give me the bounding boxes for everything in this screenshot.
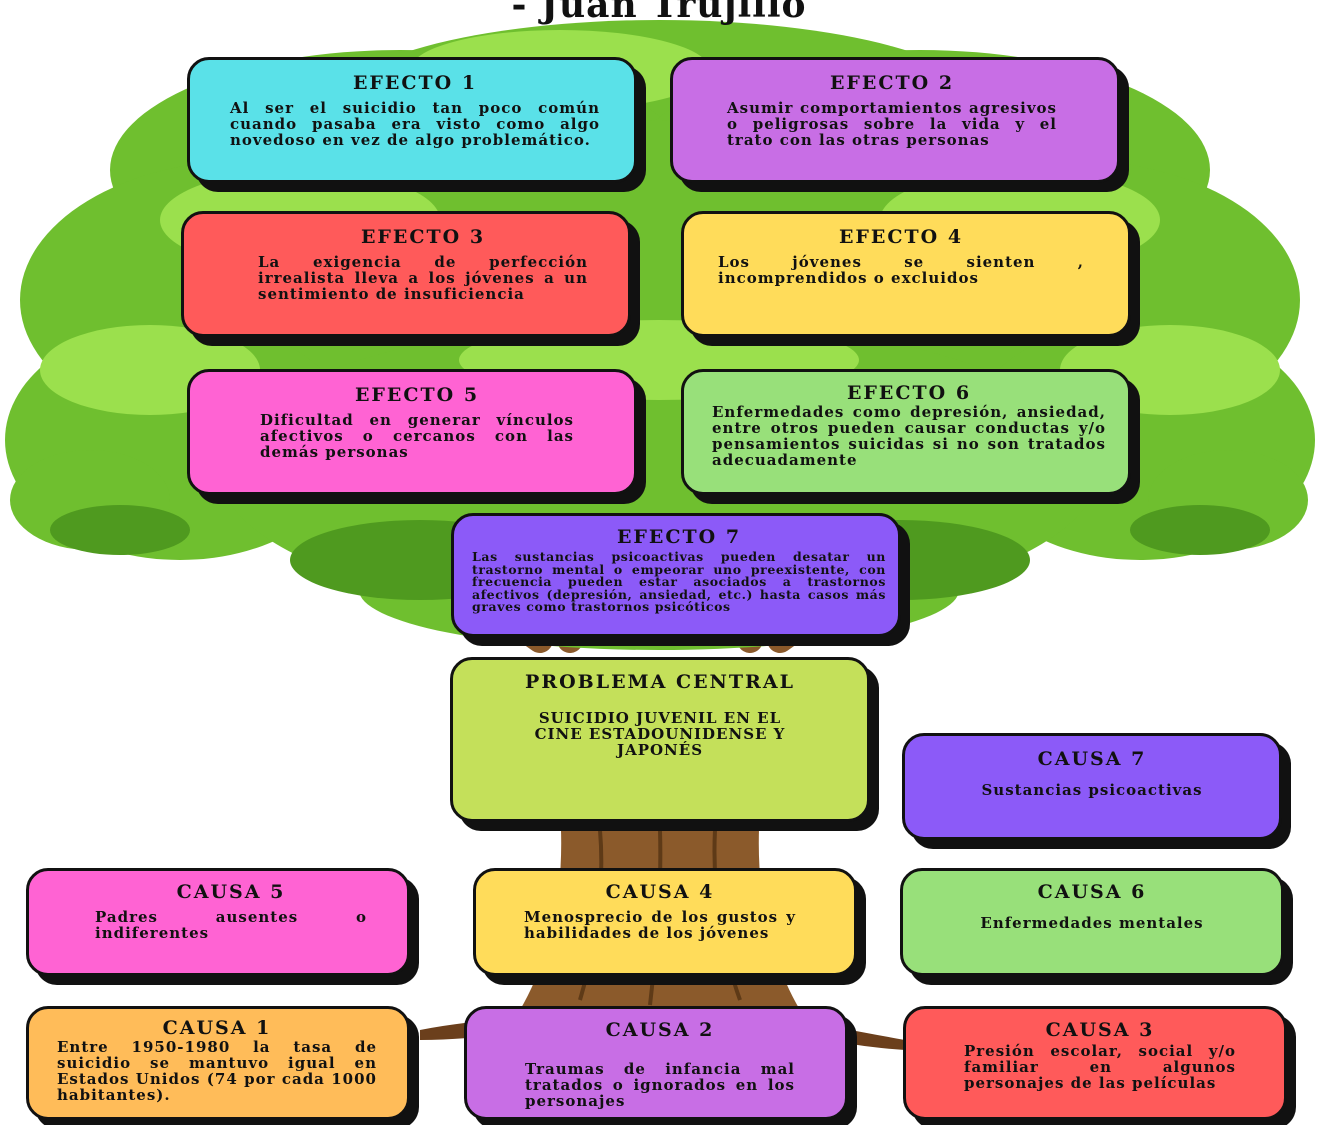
- efecto-2-card: EFECTO 2 Asumir comportamientos agresivo…: [670, 57, 1120, 183]
- causa-2-card: CAUSA 2 Traumas de infancia mal tratados…: [464, 1006, 848, 1120]
- page-title: - Juan Trujillo: [511, 0, 807, 26]
- causa-5-title: CAUSA 5: [176, 881, 286, 903]
- causa-7-title: CAUSA 7: [1037, 748, 1147, 770]
- causa-3-title: CAUSA 3: [1045, 1019, 1155, 1041]
- causa-4-card: CAUSA 4 Menosprecio de los gustos y habi…: [473, 868, 857, 976]
- causa-4-text: Menosprecio de los gustos y habilidades …: [524, 908, 796, 942]
- efecto-4-card: EFECTO 4 Los jóvenes se sienten , incomp…: [681, 211, 1131, 337]
- causa-1-title: CAUSA 1: [162, 1017, 272, 1039]
- efecto-3-card: EFECTO 3 La exigencia de perfección irre…: [181, 211, 631, 337]
- efecto-1-text: Al ser el suicidio tan poco común cuando…: [230, 99, 600, 149]
- efecto-1-card: EFECTO 1 Al ser el suicidio tan poco com…: [187, 57, 637, 183]
- problema-central-text: SUICIDIO JUVENIL EN EL CINE ESTADOUNIDEN…: [534, 709, 786, 759]
- efecto-6-title: EFECTO 6: [846, 382, 972, 404]
- causa-1-card: CAUSA 1 Entre 1950-1980 la tasa de suici…: [26, 1006, 410, 1120]
- causa-6-card: CAUSA 6 Enfermedades mentales: [900, 868, 1284, 976]
- causa-7-card: CAUSA 7 Sustancias psicoactivas: [902, 733, 1282, 840]
- efecto-7-title: EFECTO 7: [616, 526, 742, 548]
- causa-3-text: Presión escolar, social y/o familiar en …: [964, 1042, 1236, 1092]
- efecto-5-text: Dificultad en generar vínculos afectivos…: [260, 411, 574, 461]
- causa-2-title: CAUSA 2: [605, 1019, 715, 1041]
- efecto-6-text: Enfermedades como depresión, ansiedad, e…: [712, 403, 1106, 469]
- causa-6-text: Enfermedades mentales: [980, 914, 1204, 932]
- efecto-3-title: EFECTO 3: [360, 226, 486, 248]
- causa-4-title: CAUSA 4: [605, 881, 715, 903]
- efecto-5-card: EFECTO 5 Dificultad en generar vínculos …: [187, 369, 637, 495]
- efecto-4-title: EFECTO 4: [838, 226, 964, 248]
- problema-central-card: PROBLEMA CENTRAL SUICIDIO JUVENIL EN EL …: [450, 657, 870, 822]
- efecto-2-title: EFECTO 2: [829, 72, 955, 94]
- problema-central-title: PROBLEMA CENTRAL: [525, 671, 795, 693]
- efecto-7-text: Las sustancias psicoactivas pueden desat…: [472, 549, 886, 614]
- causa-1-text: Entre 1950-1980 la tasa de suicidio se m…: [57, 1038, 377, 1104]
- efecto-1-title: EFECTO 1: [352, 72, 478, 94]
- causa-6-title: CAUSA 6: [1037, 881, 1147, 903]
- efecto-6-card: EFECTO 6 Enfermedades como depresión, an…: [681, 369, 1131, 495]
- efecto-2-text: Asumir comportamientos agresivos o pelig…: [727, 99, 1057, 149]
- efecto-4-text: Los jóvenes se sienten , incomprendidos …: [718, 253, 1084, 287]
- efecto-5-title: EFECTO 5: [354, 384, 480, 406]
- causa-2-text: Traumas de infancia mal tratados o ignor…: [525, 1060, 795, 1110]
- causa-3-card: CAUSA 3 Presión escolar, social y/o fami…: [903, 1006, 1287, 1120]
- causa-5-text: Padres ausentes o indiferentes: [95, 908, 367, 942]
- efecto-7-card: EFECTO 7 Las sustancias psicoactivas pue…: [451, 513, 901, 637]
- causa-7-text: Sustancias psicoactivas: [981, 781, 1203, 799]
- efecto-3-text: La exigencia de perfección irrealista ll…: [258, 253, 588, 303]
- causa-5-card: CAUSA 5 Padres ausentes o indiferentes: [26, 868, 410, 976]
